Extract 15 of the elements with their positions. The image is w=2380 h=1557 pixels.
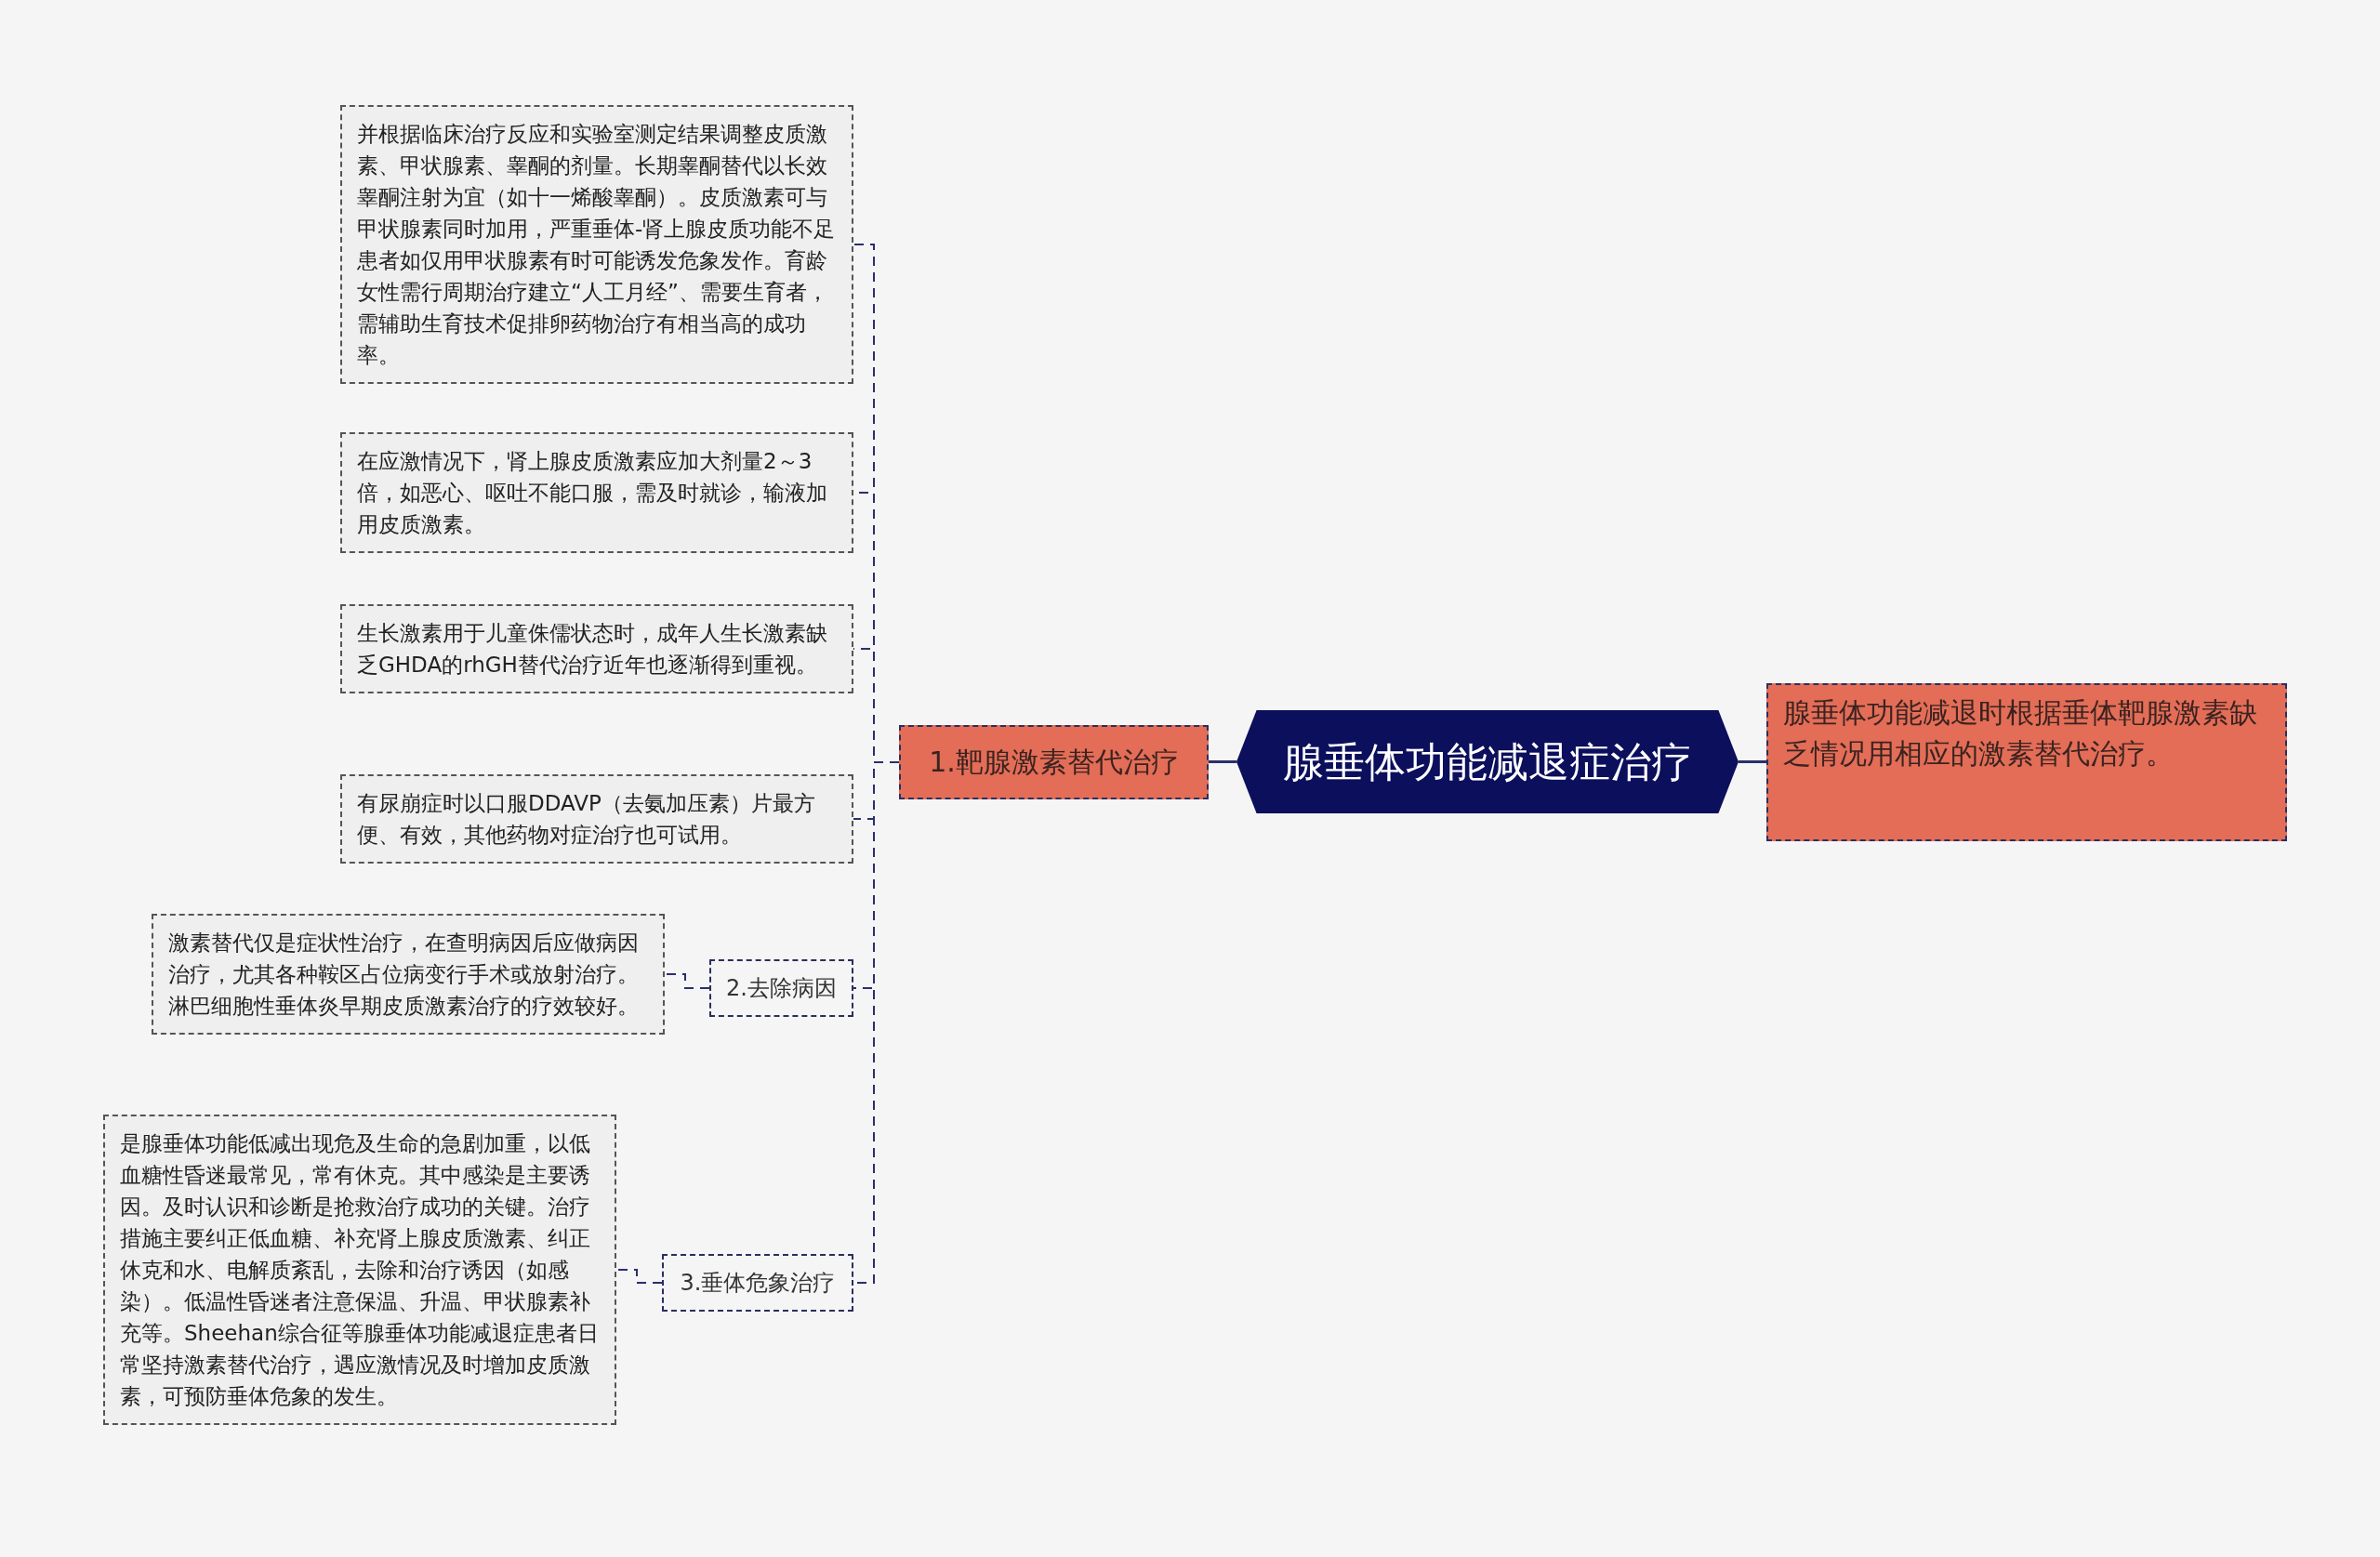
note-box: 是腺垂体功能低减出现危及生命的急剧加重，以低血糖性昏迷最常见，常有休克。其中感染是主要诱因。及时认识和诊断是抢救治疗成功的关键。治疗措施主要纠正低血糖、补充肾上腺皮质激素、纠正休克和水、电解质紊乱，去除和治疗诱因（如感染）。低温性昏迷者注意保温、升温、甲状腺素补充等。Sheehan综合征等腺垂体功能减退症患者日常坚持激素替代治疗，遇应激情况及时增加皮质激素，可预防垂体危象的发生。 xyxy=(103,1115,616,1425)
branch-box: 2.去除病因 xyxy=(709,959,853,1017)
connector-line xyxy=(1209,760,1236,763)
note-box: 生长激素用于儿童侏儒状态时，成年人生长激素缺乏GHDA的rhGH替代治疗近年也逐渐得到重视。 xyxy=(340,604,853,693)
connector-line xyxy=(664,973,710,989)
branch-box: 1.靶腺激素替代治疗 xyxy=(899,725,1209,799)
topic-hexagon: 腺垂体功能减退症治疗 xyxy=(1236,710,1739,813)
note-box: 并根据临床治疗反应和实验室测定结果调整皮质激素、甲状腺素、睾酮的剂量。长期睾酮替代以长效睾酮注射为宜（如十一烯酸睾酮）。皮质激素可与甲状腺素同时加用，严重垂体-肾上腺皮质功能不足患者如仅用甲状腺素有时可能诱发危象发作。育龄女性需行周期治疗建立“人工月经”、需要生育者，需辅助生育技术促排卵药物治疗有相当高的成功率。 xyxy=(340,105,853,384)
branch-box: 3.垂体危象治疗 xyxy=(662,1254,853,1312)
connector-line xyxy=(615,1269,663,1284)
note-box: 激素替代仅是症状性治疗，在查明病因后应做病因治疗，尤其各种鞍区占位病变行手术或放射治疗。淋巴细胞性垂体炎早期皮质激素治疗的疗效较好。 xyxy=(152,914,665,1035)
note-box: 有尿崩症时以口服DDAVP（去氨加压素）片最方便、有效，其他药物对症治疗也可试用。 xyxy=(340,774,853,864)
note-box: 在应激情况下，肾上腺皮质激素应加大剂量2～3倍，如恶心、呕吐不能口服，需及时就诊，输液加用皮质激素。 xyxy=(340,432,853,553)
connector-line xyxy=(1739,760,1766,763)
summary-box: 腺垂体功能减退时根据垂体靶腺激素缺乏情况用相应的激素替代治疗。 xyxy=(1766,683,2287,841)
